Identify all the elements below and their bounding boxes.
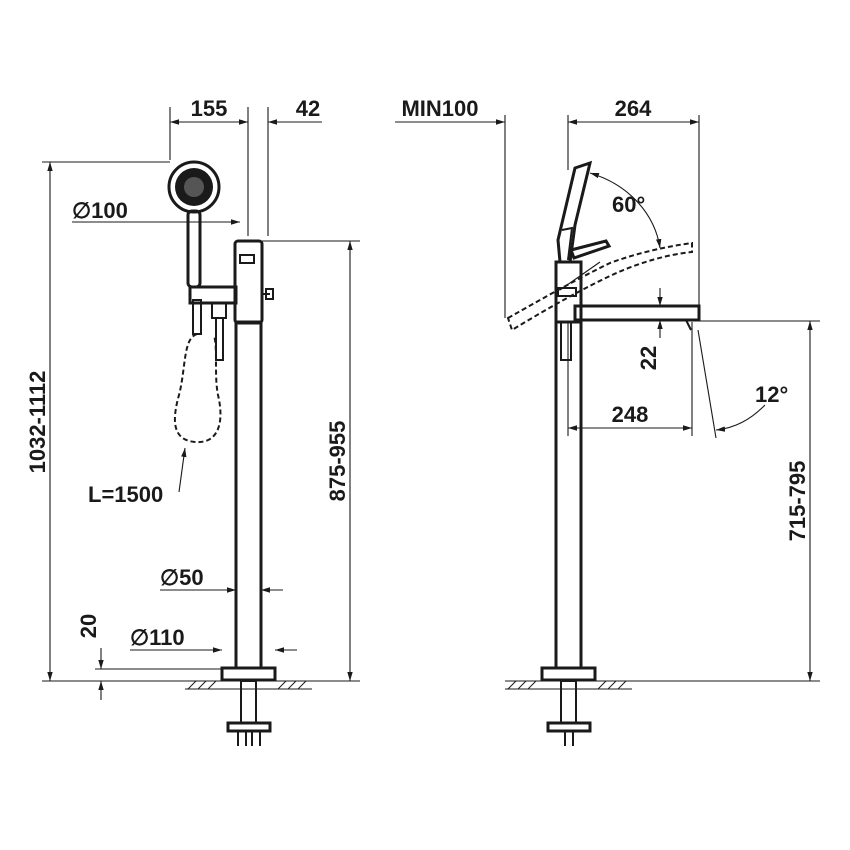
dim-total-height: 1032-1112 — [25, 371, 50, 474]
dim-spout-floor-height: 715-795 — [785, 461, 810, 542]
dim-spout-angle: 12° — [755, 382, 788, 407]
side-spout-floor-height: 715-795 — [632, 320, 820, 682]
dim-spout-reach: 248 — [612, 402, 649, 427]
dim-min-clearance: MIN100 — [401, 96, 478, 121]
side-mixer-body — [554, 239, 701, 361]
dim-column-diameter: ∅50 — [160, 565, 204, 590]
dim-floor-thickness: 20 — [76, 614, 101, 638]
side-spout-angle: 12° — [697, 329, 788, 439]
dim-handshower-diameter: ∅100 — [72, 198, 128, 223]
dim-rotation-angle: 60° — [612, 192, 645, 217]
front-floor-hatch — [185, 680, 312, 690]
front-column-diameter: ∅50 — [160, 565, 283, 593]
dim-body-height: 875-955 — [325, 421, 350, 502]
front-body-height: 875-955 — [262, 240, 360, 682]
front-base-diameter: ∅110 — [130, 625, 297, 653]
side-view: MIN100 264 60° 22 248 12° — [395, 96, 820, 746]
side-spout-height: 22 — [636, 288, 663, 370]
dim-handshower-offset: 155 — [191, 96, 228, 121]
shower-hose — [173, 333, 222, 444]
dim-base-diameter: ∅110 — [130, 625, 185, 650]
front-floor-thickness: 20 — [76, 614, 222, 700]
front-total-height: 1032-1112 — [25, 161, 185, 682]
hand-shower-front — [167, 160, 221, 335]
hand-shower-side — [556, 160, 593, 264]
side-floor-hatch — [505, 680, 632, 690]
front-top-dimensions: 155 42 — [169, 96, 322, 236]
dim-overall-reach: 264 — [615, 96, 652, 121]
rotated-shower-outline — [506, 241, 693, 332]
front-view: 155 42 ∅100 1032-1112 875-955 L=1500 — [25, 96, 360, 746]
side-top-dimensions: MIN100 264 — [395, 96, 700, 318]
front-handshower-diameter: ∅100 — [72, 198, 240, 225]
front-mixer-body — [188, 239, 274, 361]
dim-hose-length: L=1500 — [88, 482, 163, 507]
side-spout-reach: 248 — [567, 322, 693, 436]
dim-spout-height: 22 — [636, 346, 661, 370]
dim-body-offset: 42 — [296, 96, 320, 121]
side-rotation-angle: 60° — [589, 172, 662, 249]
front-hose-length: L=1500 — [88, 447, 187, 507]
front-column — [220, 320, 277, 746]
